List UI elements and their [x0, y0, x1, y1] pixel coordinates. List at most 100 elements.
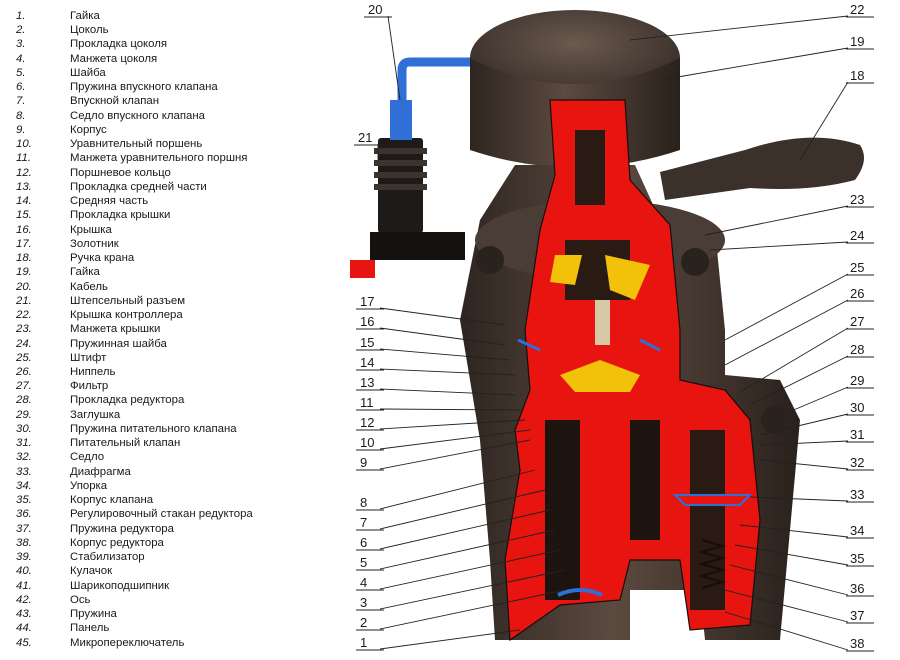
callout-leader [379, 509, 551, 550]
callout-leader [379, 348, 511, 361]
callout-leader [734, 544, 849, 566]
legend-item-number: 25. [16, 351, 32, 364]
callout-number: 11 [360, 395, 374, 410]
callout-number: 27 [850, 314, 864, 329]
legend-item-number: 15. [16, 209, 32, 222]
legend-item-number: 9. [16, 123, 26, 136]
callout-number: 17 [360, 294, 374, 309]
callout-leader [379, 307, 506, 326]
callout-number: 29 [850, 373, 864, 388]
legend-item-number: 7. [16, 95, 26, 108]
callout-number: 21 [358, 130, 372, 145]
callout-number: 35 [850, 551, 864, 566]
callout-leader [379, 368, 516, 376]
callout-number: 22 [850, 2, 864, 17]
legend-item-label: Впускной клапан [70, 95, 160, 108]
legend-item-number: 30. [16, 422, 32, 435]
callout-leader [379, 408, 521, 411]
callout-number: 6 [360, 535, 367, 550]
callout-number: 15 [360, 335, 374, 350]
callout-leader [724, 299, 849, 366]
legend-item-label: Манжета уравнительного поршня [70, 152, 248, 165]
callout-number: 3 [360, 595, 367, 610]
legend-item-number: 38. [16, 536, 32, 549]
callout-leader [749, 355, 849, 406]
callout-leader [379, 569, 566, 610]
callout-number: 33 [850, 487, 864, 502]
callout-leader [379, 327, 506, 346]
callout-number: 25 [850, 260, 864, 275]
legend-item-number: 18. [16, 252, 32, 265]
callout-leader [724, 611, 849, 651]
callout-number: 34 [850, 523, 864, 538]
legend-item-number: 5. [16, 66, 26, 79]
callout-number: 24 [850, 228, 864, 243]
legend-item-label: Корпус [70, 123, 107, 136]
callout-leader [379, 529, 556, 570]
legend-item-number: 37. [16, 522, 32, 535]
callout-number: 38 [850, 636, 864, 651]
callout-leader [729, 564, 849, 596]
callout-leader [709, 241, 849, 251]
legend-item-number: 19. [16, 266, 32, 279]
callout-number: 31 [850, 427, 864, 442]
legend-item-label: Ниппель [70, 366, 116, 378]
legend-item-number: 12. [16, 166, 32, 179]
legend-item-label: Пружинная шайба [70, 337, 167, 350]
legend-item-label: Кабель [70, 280, 108, 293]
legend-item-number: 36. [16, 508, 32, 521]
callout-leader [379, 439, 531, 470]
legend-item-label: Гайка [70, 10, 100, 22]
legend-item-label: Прокладка цоколя [70, 38, 168, 51]
legend-item-number: 10. [16, 138, 32, 151]
callout-number: 14 [360, 355, 374, 370]
legend-item-label: Пружина [70, 608, 117, 621]
callout-leader [759, 413, 849, 436]
legend-item-number: 31. [16, 437, 32, 450]
legend-item-label: Регулировочный стакан редуктора [70, 508, 253, 521]
callout-leader [379, 429, 531, 450]
callout-leader [724, 273, 849, 341]
legend-item-number: 43. [16, 608, 32, 621]
callout-number: 10 [360, 435, 374, 450]
legend-item-label: Микропереключатель [70, 636, 185, 649]
legend-item-label: Седло [70, 451, 105, 464]
callout-number: 20 [368, 2, 382, 17]
callout-number: 8 [360, 495, 367, 510]
callout-leader [739, 327, 849, 393]
callout-number: 9 [360, 455, 367, 470]
legend-item-label: Прокладка крышки [70, 209, 171, 222]
legend-item-number: 33. [16, 465, 32, 478]
legend-item-number: 40. [16, 565, 32, 578]
callout-number: 26 [850, 286, 864, 301]
callout-leader [749, 496, 849, 502]
legend-item-label: Питательный клапан [70, 437, 181, 450]
legend-item-number: 2. [16, 24, 26, 37]
legend-item-number: 42. [16, 593, 32, 606]
legend-item-label: Прокладка редуктора [70, 394, 185, 407]
legend-item-label: Крышка [70, 223, 112, 236]
legend-item-label: Золотник [70, 237, 119, 250]
callout-number: 16 [360, 314, 374, 329]
legend-item-label: Шарикоподшипник [70, 579, 170, 592]
legend-item-number: 35. [16, 494, 32, 507]
legend-item-number: 11. [16, 152, 31, 165]
legend-item-label: Крышка контроллера [70, 309, 183, 322]
callout-leader [739, 524, 849, 538]
cable [397, 57, 495, 110]
legend-item-number: 23. [16, 323, 32, 336]
legend-item-number: 34. [16, 479, 32, 492]
legend-item-label: Цоколь [70, 24, 109, 37]
callout-number: 12 [360, 415, 374, 430]
legend-item-label: Штепсельный разъем [70, 294, 186, 307]
legend-item-label: Седло впускного клапана [70, 109, 205, 122]
legend-item-label: Гайка [70, 266, 100, 279]
callout-leader [379, 469, 536, 510]
legend-item-label: Средняя часть [70, 195, 149, 208]
legend-item-label: Диафрагма [70, 465, 131, 478]
callout-number: 4 [360, 575, 367, 590]
callout-leader [379, 489, 546, 530]
callout-number: 5 [360, 555, 367, 570]
